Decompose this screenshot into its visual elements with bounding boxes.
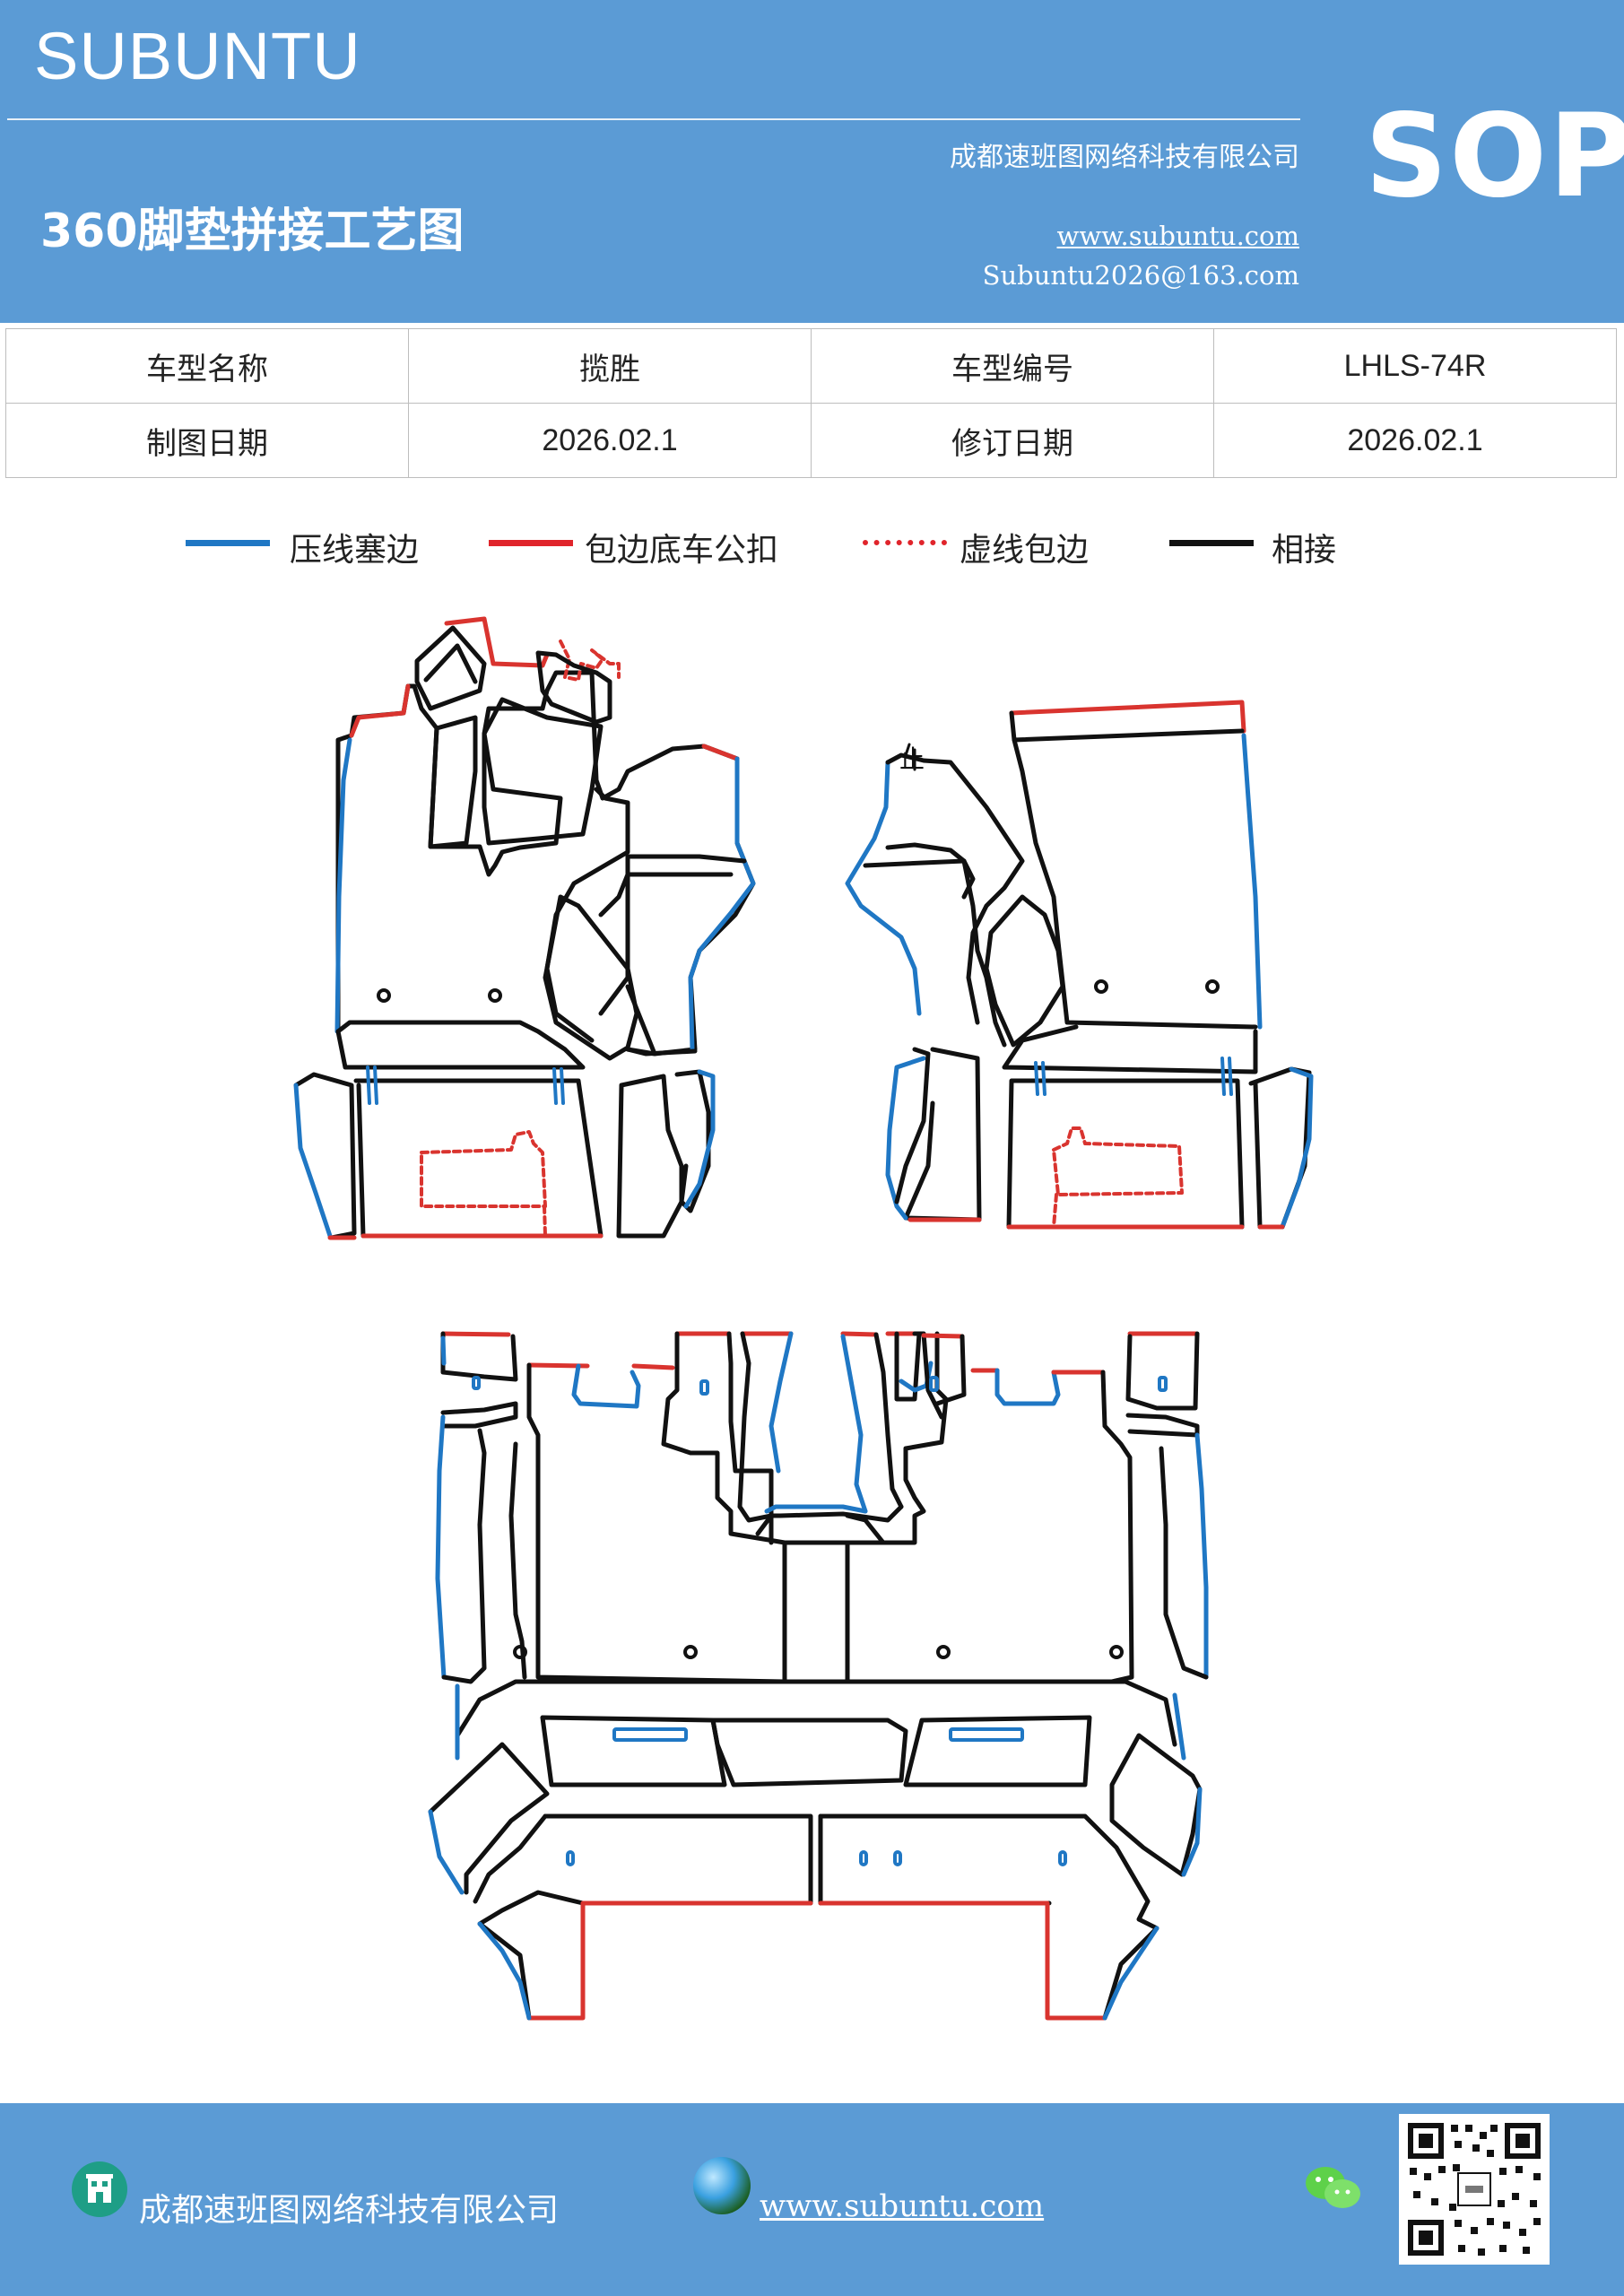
legend-label: 相接: [1272, 532, 1337, 569]
globe-icon: [693, 2157, 751, 2214]
front-left-mat: [293, 616, 756, 1240]
header-divider: [7, 118, 1300, 120]
website-link[interactable]: www.subuntu.com: [1056, 221, 1299, 251]
footer-website-link[interactable]: www.subuntu.com: [760, 2188, 1045, 2224]
wechat-icon[interactable]: [1302, 2161, 1365, 2215]
footer-banner: 成都速班图网络科技有限公司 www.subuntu.com: [0, 2103, 1624, 2296]
draw-date-label: 制图日期: [5, 403, 409, 478]
model-code-value: LHLS-74R: [1213, 328, 1617, 404]
draw-date-value: 2026.02.1: [408, 403, 812, 478]
building-icon: [72, 2161, 127, 2217]
legend-label: 压线塞边: [290, 532, 420, 569]
vehicle-info-table: 车型名称 揽胜 车型编号 LHLS-74R 制图日期 2026.02.1 修订日…: [5, 328, 1617, 478]
qr-code: [1399, 2114, 1550, 2265]
email-address: Subuntu2026@163.com: [982, 260, 1299, 291]
legend-swatch-black: [1169, 540, 1254, 546]
footer-company-name: 成都速班图网络科技有限公司: [139, 2192, 560, 2229]
legend-swatch-red: [489, 540, 573, 546]
floor-mat-diagram: 止: [293, 616, 1314, 2021]
sop-badge: SOP: [1365, 90, 1624, 223]
legend-label: 包边底车公扣: [585, 532, 779, 569]
line-legend: 压线塞边 包边底车公扣 虚线包边 相接: [0, 520, 1624, 574]
header-banner: SUBUNTU 成都速班图网络科技有限公司 360脚垫拼接工艺图 www.sub…: [0, 0, 1624, 323]
legend-swatch-red-dotted: [863, 540, 947, 545]
revision-date-label: 修订日期: [811, 403, 1214, 478]
legend-label: 虚线包边: [960, 532, 1090, 569]
company-name: 成都速班图网络科技有限公司: [950, 142, 1299, 173]
revision-date-value: 2026.02.1: [1213, 403, 1617, 478]
model-name-value: 揽胜: [408, 328, 812, 404]
rear-mat: [428, 1331, 1209, 2021]
front-right-mat: [845, 700, 1314, 1230]
document-title: 360脚垫拼接工艺图: [40, 204, 465, 258]
front-mark: 止: [899, 744, 925, 774]
model-name-label: 车型名称: [5, 328, 409, 404]
table-row: 车型名称 揽胜 车型编号 LHLS-74R: [5, 328, 1617, 404]
table-row: 制图日期 2026.02.1 修订日期 2026.02.1: [5, 403, 1617, 478]
legend-swatch-blue: [186, 540, 270, 546]
brand-logo: SUBUNTU: [34, 19, 361, 93]
model-code-label: 车型编号: [811, 328, 1214, 404]
